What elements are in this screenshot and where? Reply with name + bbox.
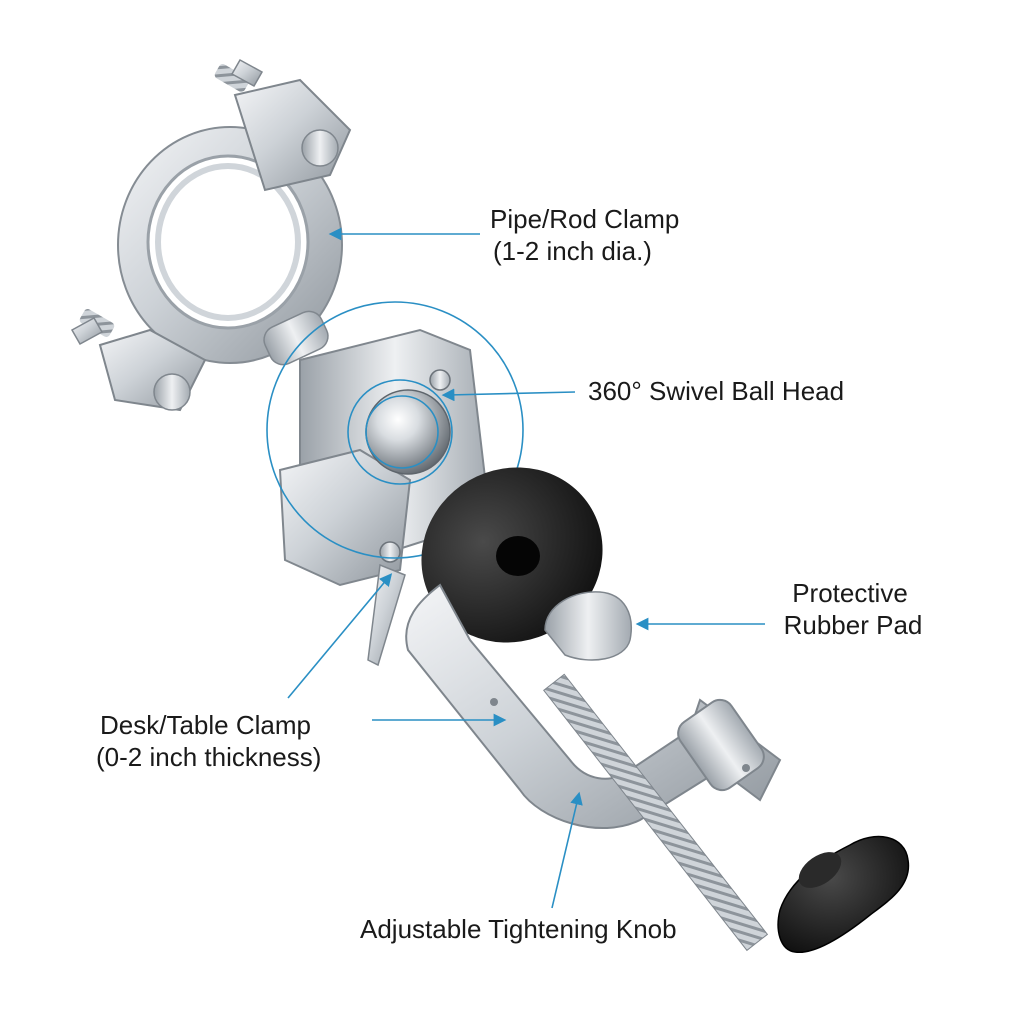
leader-desk-clamp-2 bbox=[287, 573, 393, 699]
wing-bolt-bottom bbox=[70, 309, 115, 346]
label-pipe-clamp-line2: (1-2 inch dia.) bbox=[493, 236, 652, 266]
label-pipe-clamp-line1: Pipe/Rod Clamp bbox=[490, 204, 679, 234]
label-ball-head: 360° Swivel Ball Head bbox=[588, 376, 844, 406]
leader-knob bbox=[551, 791, 583, 909]
ball-head-ring-inner bbox=[365, 395, 439, 469]
rubber-pad bbox=[421, 467, 603, 643]
pipe-clamp bbox=[70, 58, 352, 412]
label-desk-clamp-line1: Desk/Table Clamp bbox=[100, 710, 311, 740]
ball-head-ring-outer bbox=[266, 301, 524, 559]
label-rubber-pad-line2: Rubber Pad bbox=[784, 610, 923, 640]
swivel-ball-head bbox=[266, 301, 524, 587]
wing-bolt-top bbox=[214, 58, 264, 92]
label-desk-clamp-line2: (0-2 inch thickness) bbox=[96, 742, 321, 772]
label-rubber-pad-line1: Protective bbox=[792, 578, 908, 608]
ball-head-ring-mid bbox=[347, 379, 453, 485]
tightening-knob bbox=[777, 835, 910, 953]
tightening-screw bbox=[543, 591, 769, 952]
leader-ball-head bbox=[441, 388, 576, 402]
label-knob: Adjustable Tightening Knob bbox=[360, 914, 677, 944]
